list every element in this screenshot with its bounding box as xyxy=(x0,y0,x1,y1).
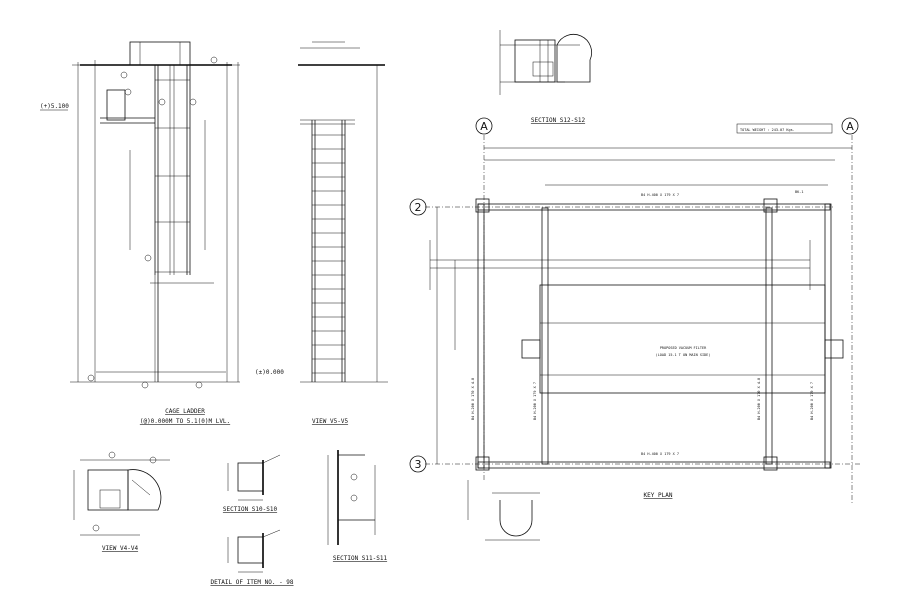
grid-label-2: 2 xyxy=(415,201,422,214)
view-v5-title: VIEW V5-V5 xyxy=(312,418,349,425)
view-v5-rungs xyxy=(312,134,345,374)
cage-ladder-subtitle: (@)0.000M TO 5.1(0)M LVL. xyxy=(140,418,230,425)
beam-bottom-label: B4 H-400 X 179 X 7 xyxy=(641,452,679,456)
grid-bubble-a-left xyxy=(475,117,493,135)
beam-left-outer-label: B4 H-200 X 170 X 4.8 xyxy=(471,378,475,420)
vessel-sub-label: (LOAD 15.1 T ON MAIN SIDE) xyxy=(656,353,711,357)
section-s11-drawing xyxy=(327,450,376,545)
detail-item-title: DETAIL OF ITEM NO. - 98 xyxy=(210,579,293,586)
key-plan-drawing xyxy=(425,135,860,541)
column-tag: BK-1 xyxy=(795,190,803,194)
key-plan-title: KEY PLAN xyxy=(644,492,673,499)
beam-top-label: B4 H-400 X 179 X 7 xyxy=(641,193,679,197)
section-s12-title: SECTION S12-S12 xyxy=(531,117,586,124)
section-s10-title: SECTION S10-S10 xyxy=(223,506,278,513)
vessel-label: PROPOSED VACUUM FILTER xyxy=(660,346,707,350)
beam-right-outer-label: B4 H-200 X 170 X 4.8 xyxy=(757,378,761,420)
grid-label-a-right: A xyxy=(846,120,854,133)
grid-label-a-left: A xyxy=(480,120,488,133)
grid-bubble-2 xyxy=(409,198,427,216)
total-weight-label: TOTAL WEIGHT : 243.07 Kgs. xyxy=(740,128,795,132)
view-v5-drawing xyxy=(298,41,388,383)
section-s10-drawing xyxy=(227,454,281,501)
grid-bubble-a-right xyxy=(841,117,859,135)
section-s12-drawing xyxy=(499,30,592,95)
grid-label-3: 3 xyxy=(415,458,422,471)
cage-ladder-title: CAGE LADDER xyxy=(165,408,205,415)
level-zero-label: (±)0.000 xyxy=(255,369,284,376)
section-s11-title: SECTION S11-S11 xyxy=(333,555,388,562)
detail-item-drawing xyxy=(227,529,281,573)
grid-bubble-3 xyxy=(409,455,427,473)
cage-ladder-elevation xyxy=(70,41,240,389)
beam-right-label: B4 H-200 X 179 X 7 xyxy=(810,382,814,420)
view-v4-title: VIEW V4-V4 xyxy=(102,545,139,552)
level-top-label: (+)5.100 xyxy=(40,103,69,110)
beam-left-label: B4 H-200 X 179 X 7 xyxy=(533,382,537,420)
view-v4-drawing xyxy=(73,451,170,536)
